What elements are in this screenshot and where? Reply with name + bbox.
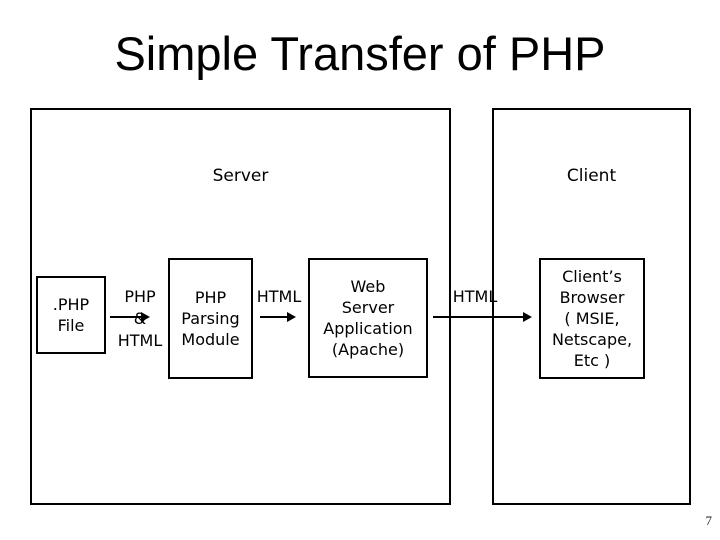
slide-title: Simple Transfer of PHP [114, 27, 606, 80]
arrow-webserver-to-browser-line [433, 316, 524, 318]
arrow-phpfile-to-parser-line [110, 316, 143, 318]
flow-label-php-and-html: PHP & HTML [109, 286, 171, 352]
arrow-phpfile-to-parser-head-icon [141, 311, 150, 322]
flow-label-html-to-webserver: HTML [256, 287, 302, 306]
browser-line-2: Browser [559, 288, 625, 307]
webserver-line-3: Application [323, 319, 413, 338]
clients-browser-node: Client’s Browser ( MSIE, Netscape, Etc ) [539, 258, 645, 379]
flow-label-php: PHP [124, 287, 156, 306]
client-container-label: Client [566, 166, 617, 186]
arrow-webserver-to-browser-head-icon [523, 311, 532, 322]
flow-label-ampersand: & [133, 309, 147, 328]
flow-label-html-to-client: HTML [452, 287, 498, 306]
php-parsing-module-node: PHP Parsing Module [168, 258, 253, 379]
webserver-line-4: (Apache) [331, 340, 405, 359]
flow-label-html: HTML [117, 331, 163, 350]
arrow-parser-to-webserver-line [260, 316, 288, 318]
parsing-line-1: PHP [194, 288, 227, 307]
parsing-line-3: Module [181, 330, 240, 349]
webserver-line-2: Server [341, 298, 395, 317]
page-number: 7 [705, 513, 713, 528]
browser-line-5: Etc ) [573, 351, 611, 370]
server-container-label: Server [212, 166, 269, 186]
arrow-parser-to-webserver-head-icon [287, 311, 296, 322]
browser-line-1: Client’s [562, 267, 622, 286]
php-file-line-2: File [57, 316, 85, 335]
webserver-line-1: Web [350, 277, 386, 296]
parsing-line-2: Parsing [181, 309, 240, 328]
browser-line-3: ( MSIE, [564, 309, 620, 328]
browser-line-4: Netscape, [551, 330, 633, 349]
php-file-line-1: .PHP [52, 295, 90, 314]
php-file-node: .PHP File [36, 276, 106, 354]
web-server-application-node: Web Server Application (Apache) [308, 258, 428, 378]
